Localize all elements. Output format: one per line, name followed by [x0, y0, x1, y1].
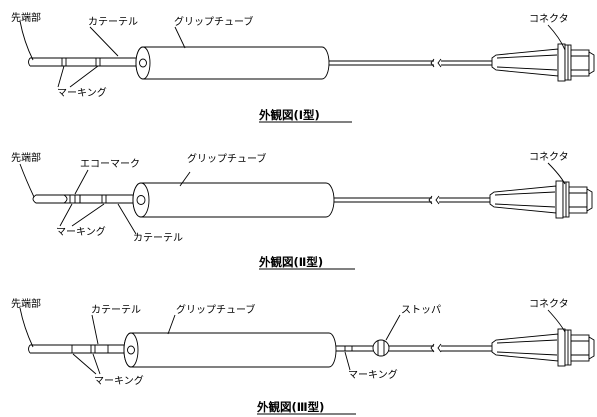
grip-tube — [132, 182, 335, 218]
leader-tip — [19, 163, 35, 198]
label-tip: 先端部 — [11, 11, 41, 24]
label-echo-mark: エコーマーク — [80, 158, 140, 170]
figure-type-3: 先端部 カテーテル グリップチューブ ストッパ コネクタ マーキング マーキング… — [11, 297, 595, 415]
label-grip-tube: グリップチューブ — [176, 303, 255, 316]
tip-end — [28, 57, 31, 67]
break-mark — [430, 343, 435, 353]
label-connector: コネクタ — [529, 298, 569, 310]
figure-type-1: 先端部 カテーテル グリップチューブ コネクタ マーキング 外観図(Ⅰ型) — [11, 11, 595, 123]
label-stopper: ストッパ — [401, 304, 441, 316]
figure-caption: 外観図(Ⅲ型) — [256, 400, 324, 414]
label-marking: マーキング — [56, 225, 106, 238]
label-catheter: カテーテル — [133, 232, 183, 244]
leader-tip — [19, 307, 34, 348]
break-mark — [430, 58, 435, 68]
connector — [491, 43, 595, 82]
label-marking-left: マーキング — [94, 374, 144, 387]
figure-caption: 外観図(Ⅰ型) — [258, 108, 320, 122]
connector — [489, 180, 593, 219]
label-tip: 先端部 — [11, 297, 41, 310]
tip-end — [32, 194, 68, 204]
label-marking-right: マーキング — [348, 368, 398, 381]
label-connector: コネクタ — [529, 13, 569, 25]
stopper — [372, 339, 390, 357]
label-connector: コネクタ — [529, 151, 569, 163]
tip-end — [28, 344, 31, 354]
label-marking: マーキング — [57, 86, 107, 99]
figure-caption: 外観図(Ⅱ型) — [258, 255, 323, 269]
label-catheter: カテーテル — [88, 16, 138, 28]
label-grip-tube: グリップチューブ — [174, 15, 253, 28]
break-mark — [428, 195, 433, 205]
figure-type-2: 先端部 エコーマーク グリップチューブ コネクタ マーキング カテーテル 外観図… — [11, 151, 593, 270]
label-tip: 先端部 — [11, 151, 41, 164]
leader-tip — [19, 20, 34, 61]
label-catheter: カテーテル — [91, 304, 141, 316]
connector — [491, 328, 595, 367]
grip-tube — [123, 332, 337, 368]
label-grip-tube: グリップチューブ — [187, 152, 266, 165]
grip-tube — [135, 46, 330, 80]
